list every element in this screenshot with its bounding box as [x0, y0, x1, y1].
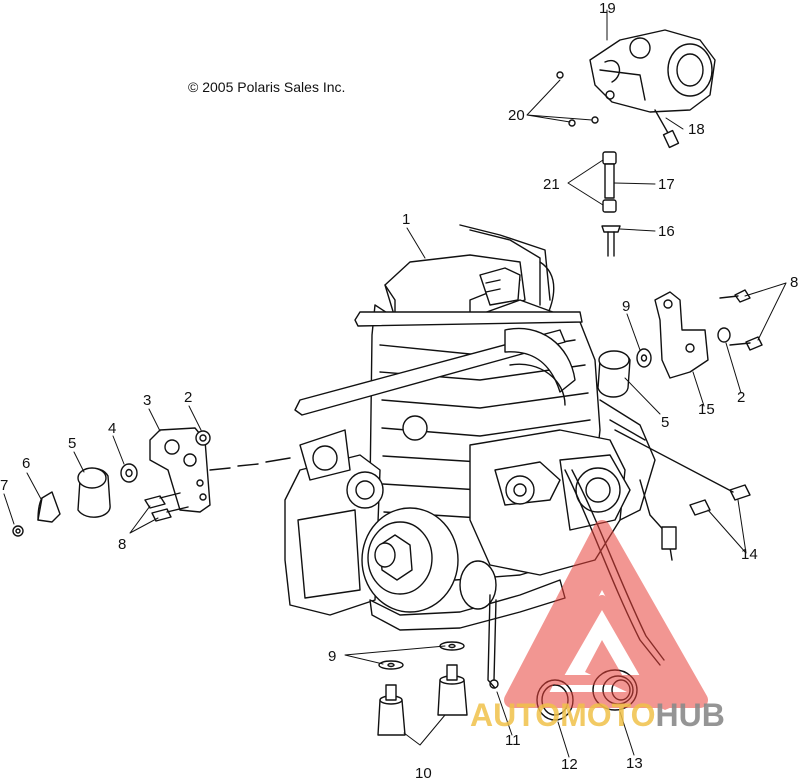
callout-2-left: 2 [184, 389, 192, 406]
callout-8-right: 8 [790, 274, 798, 291]
callout-15: 15 [698, 401, 715, 418]
callout-2-right: 2 [737, 389, 745, 406]
clamps [536, 669, 638, 721]
callout-7: 7 [0, 477, 8, 494]
callout-6: 6 [22, 455, 30, 472]
callout-16: 16 [658, 223, 675, 240]
callout-5-left: 5 [68, 435, 76, 452]
callout-8-left: 8 [118, 536, 126, 553]
callout-9-right: 9 [622, 298, 630, 315]
callout-11: 11 [505, 732, 521, 749]
callout-18: 18 [688, 121, 705, 138]
callout-4: 4 [108, 420, 116, 437]
callout-19: 19 [599, 0, 616, 17]
callout-3: 3 [143, 392, 151, 409]
callout-10: 10 [415, 765, 432, 781]
engine-assembly [284, 224, 677, 689]
callout-9-bottom: 9 [328, 648, 336, 665]
right-mount-assembly [597, 289, 763, 516]
callout-5-right: 5 [661, 414, 669, 431]
callout-20: 20 [508, 107, 525, 124]
callout-21: 21 [543, 176, 560, 193]
callout-12: 12 [561, 756, 578, 773]
callout-14: 14 [741, 546, 758, 563]
callout-1: 1 [402, 211, 410, 228]
leader-lines [3, 9, 787, 758]
callout-17: 17 [658, 176, 675, 193]
bottom-mounts [377, 641, 468, 736]
copyright-text: © 2005 Polaris Sales Inc. [188, 79, 346, 95]
throttle-body-assembly [556, 29, 716, 257]
left-mount-assembly [12, 427, 291, 537]
callout-13: 13 [626, 755, 643, 772]
